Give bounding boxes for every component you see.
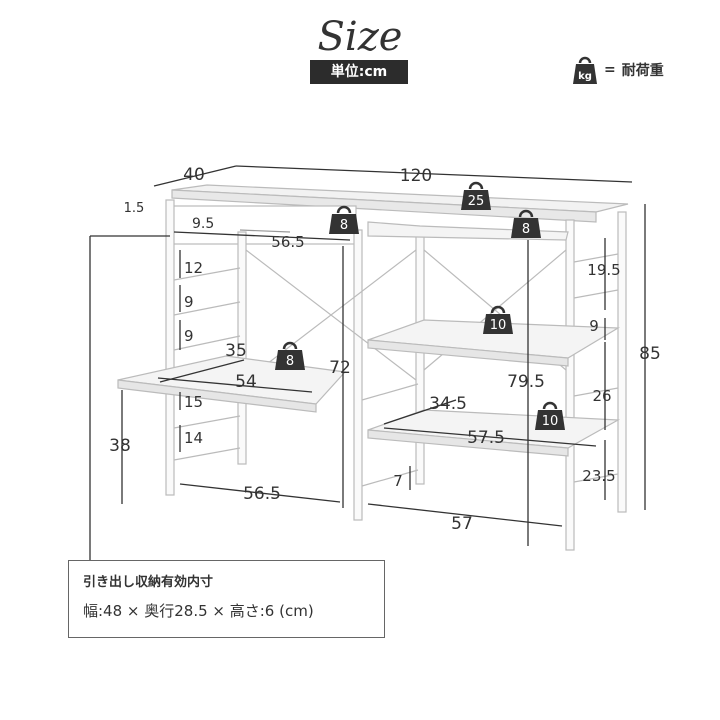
left-back-leg <box>237 231 247 465</box>
weight-top-right: 25 <box>461 181 491 210</box>
right-back-leg <box>617 211 627 513</box>
right-gap4-label: 23.5 <box>582 467 615 485</box>
weight-pullout-text: 8 <box>286 354 294 369</box>
gap5-label: 14 <box>184 429 203 447</box>
right-gap2-label: 9 <box>589 317 599 335</box>
center-front-leg <box>353 229 363 521</box>
weight-upper-shelf: 8 <box>511 209 541 238</box>
load-legend: kg = 耐荷重 <box>572 50 664 90</box>
shelf-width-label: 57.5 <box>467 428 505 448</box>
weight-upper-shelf-text: 8 <box>522 222 530 237</box>
weight-icon-text: kg <box>578 71 592 82</box>
note-title: 引き出し収納有効内寸 <box>83 575 214 590</box>
weight-low-shelf: 10 <box>535 401 565 430</box>
legend-label: 耐荷重 <box>621 63 664 79</box>
weight-low-shelf-text: 10 <box>542 414 559 429</box>
drawer-height-label: 9.5 <box>192 216 214 232</box>
top-board-edge <box>171 189 597 223</box>
drawer-width-label: 56.5 <box>271 233 304 251</box>
weight-drawer: 8 <box>329 205 359 234</box>
dimension-labels: 40 120 1.5 9.5 56.5 12 9 9 35 54 72 15 1… <box>109 165 661 534</box>
gap3-label: 9 <box>184 327 194 345</box>
shelf-depth-label: 34.5 <box>429 394 467 414</box>
weight-top-right-text: 25 <box>468 194 485 209</box>
unit-label: 単位:cm <box>310 60 408 84</box>
note-dimensions: 幅:48 × 奥行28.5 × 高さ:6 (cm) <box>83 602 314 620</box>
dimension-lines <box>89 165 646 560</box>
right-top-gap-label: 19.5 <box>587 261 620 279</box>
weight-pullout: 8 <box>275 341 305 370</box>
top-thickness-label: 1.5 <box>124 201 145 216</box>
center-back-leg <box>415 233 425 485</box>
page-title: Size <box>317 14 403 60</box>
pullout-height-label: 38 <box>109 436 131 456</box>
gap4-label: 15 <box>184 393 203 411</box>
bottom-gap-label: 7 <box>393 472 403 490</box>
bottom-left-width-label: 56.5 <box>243 484 281 504</box>
weight-drawer-text: 8 <box>340 218 348 233</box>
legend-equals: = <box>604 62 616 78</box>
bottom-right-width-label: 57 <box>451 514 473 534</box>
depth-label: 40 <box>183 165 205 185</box>
inner-height-label: 79.5 <box>507 372 545 392</box>
weight-icon: kg <box>573 56 597 84</box>
gap1-label: 12 <box>184 259 203 277</box>
desk-height-label: 72 <box>329 358 351 378</box>
left-front-leg <box>165 199 175 496</box>
width-label: 120 <box>400 166 432 186</box>
furniture-drawing <box>117 184 629 551</box>
pullout-width-label: 54 <box>235 372 257 392</box>
right-gap3-label: 26 <box>592 387 611 405</box>
weight-badges: 25 8 8 10 8 10 <box>275 181 565 430</box>
pullout-depth-label: 35 <box>225 341 247 361</box>
right-front-leg <box>565 219 575 551</box>
total-height-label: 85 <box>639 344 661 364</box>
weight-mid-shelf-text: 10 <box>490 318 507 333</box>
drawer-inner-size-note: 引き出し収納有効内寸 幅:48 × 奥行28.5 × 高さ:6 (cm) <box>68 560 385 638</box>
weight-mid-shelf: 10 <box>483 305 513 334</box>
gap2-label: 9 <box>184 293 194 311</box>
